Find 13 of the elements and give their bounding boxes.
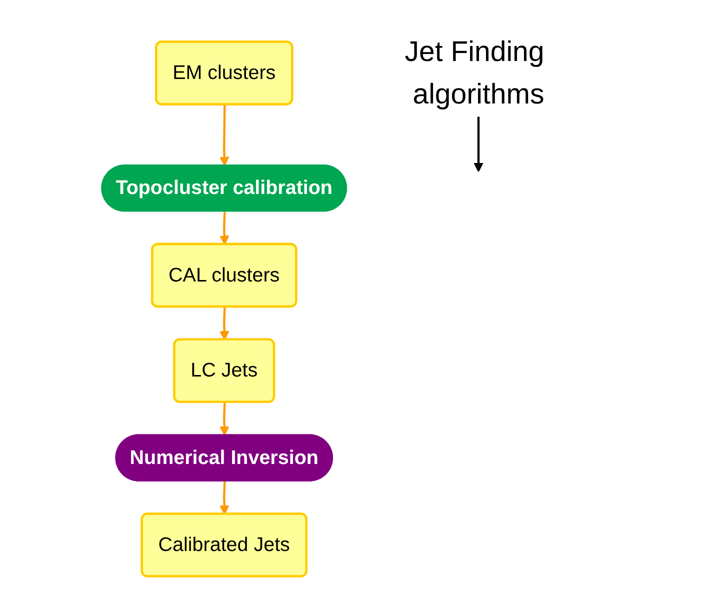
arrow [219, 481, 229, 515]
process-box: EM clusters [154, 40, 293, 106]
process-box: CAL clusters [150, 242, 297, 308]
text-label: Jet Finding algorithms [404, 34, 544, 110]
arrow [219, 307, 229, 340]
process-ellipse: Numerical Inversion [114, 434, 333, 482]
arrow [219, 402, 229, 436]
process-box: Calibrated Jets [140, 512, 308, 578]
arrow [219, 212, 229, 245]
process-box: LC Jets [172, 338, 275, 403]
arrow [219, 104, 229, 166]
arrow [473, 116, 483, 172]
process-ellipse: Topocluster calibration [100, 164, 347, 212]
